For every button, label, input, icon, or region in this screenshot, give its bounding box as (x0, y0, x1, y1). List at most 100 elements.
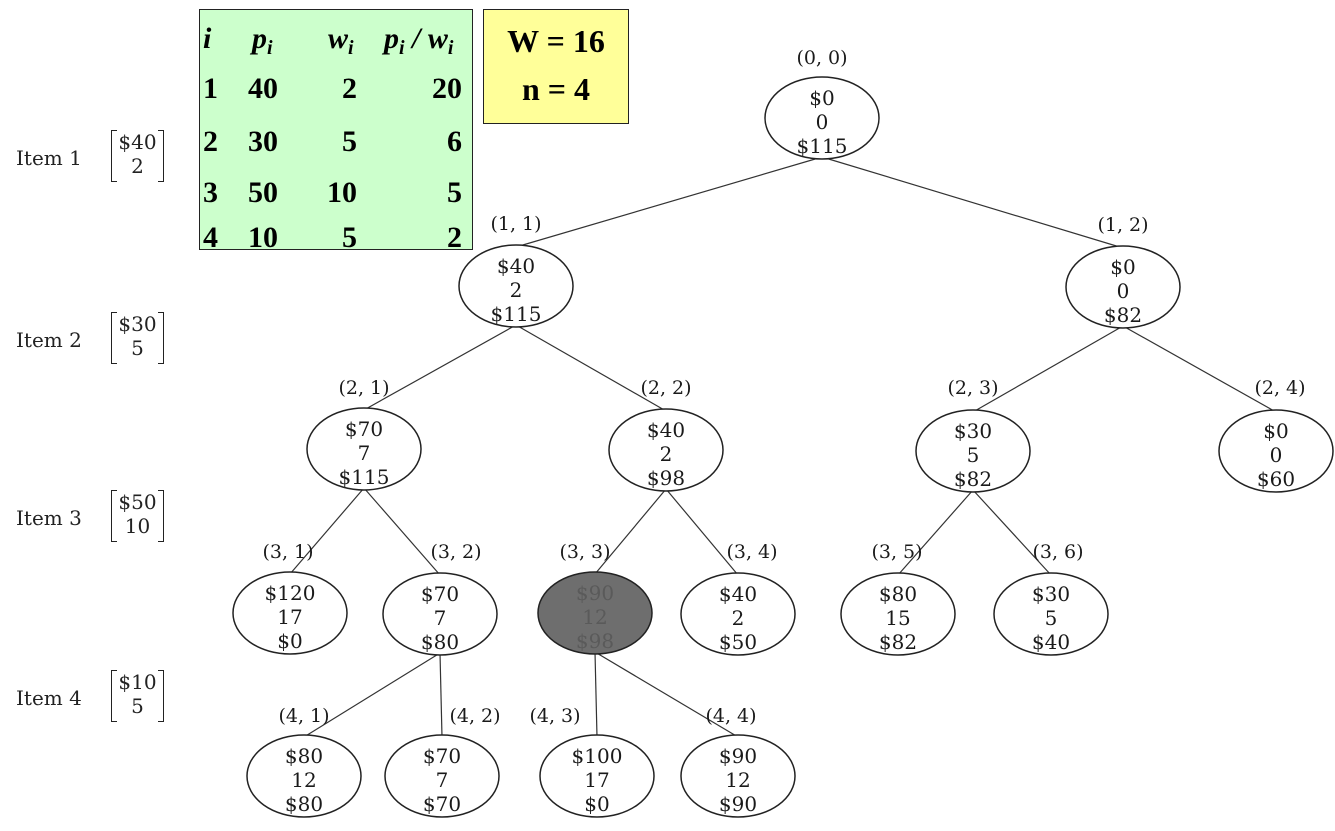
node-label: (4, 2) (449, 705, 500, 727)
tree-edge (515, 156, 823, 248)
node-label: (3, 5) (871, 541, 922, 563)
node-profit: $70 (423, 744, 461, 768)
node-profit: $80 (285, 744, 323, 768)
node-label: (1, 2) (1097, 214, 1148, 236)
tree-edge (594, 651, 739, 738)
node-weight: 17 (584, 768, 609, 792)
item-weight: 2 (131, 154, 144, 178)
item-weight: 10 (124, 514, 151, 538)
node-weight: 15 (885, 606, 910, 630)
node-label: (2, 2) (640, 377, 691, 399)
tree-edge (821, 156, 1124, 249)
node-weight: 5 (967, 443, 980, 467)
item-3-label: Item 3 $50 10 (16, 486, 216, 550)
node-bound: $80 (421, 630, 459, 654)
cell-profit: 40 (248, 72, 278, 105)
cell-weight: 10 (327, 176, 357, 209)
node-profit: $40 (497, 254, 535, 278)
node-profit: $80 (879, 582, 917, 606)
cell-profit: 10 (248, 221, 278, 254)
node-ellipse (382, 572, 498, 656)
header-profit: pi (252, 22, 273, 59)
node-bound: $60 (1257, 467, 1295, 491)
node-ellipse (1065, 245, 1181, 329)
header-weight: wi (328, 22, 354, 59)
left-bracket (111, 490, 117, 542)
tree-edge (515, 324, 667, 412)
left-bracket (111, 670, 117, 722)
cell-weight: 5 (342, 221, 357, 254)
node-bound: $40 (1032, 630, 1070, 654)
node-weight: 0 (1117, 279, 1130, 303)
node-bound: $98 (647, 466, 685, 490)
node-weight: 12 (582, 605, 607, 629)
tree-node: $305$40(3, 6) (993, 541, 1109, 656)
node-label: (2, 4) (1254, 377, 1305, 399)
tree-edge (594, 651, 598, 738)
cell-ratio: 2 (447, 221, 462, 254)
node-bound: $115 (491, 302, 542, 326)
table-row: 2 30 5 6 (200, 117, 472, 167)
right-bracket (158, 312, 164, 364)
node-label: (4, 1) (278, 705, 329, 727)
node-profit: $90 (719, 744, 757, 768)
node-bound: $50 (719, 630, 757, 654)
cell-index: 4 (203, 221, 218, 254)
node-ellipse (915, 409, 1031, 493)
header-ratio: pi / wi (384, 22, 454, 59)
table-row: 3 50 10 5 (200, 168, 472, 218)
node-weight: 7 (358, 441, 371, 465)
node-ellipse (306, 407, 422, 491)
tree-node: $402$50(3, 4) (680, 541, 796, 656)
node-ellipse (764, 76, 880, 160)
node-ellipse (246, 734, 362, 818)
node-bound: $115 (797, 134, 848, 158)
node-label: (3, 2) (430, 541, 481, 563)
node-weight: 5 (1045, 606, 1058, 630)
node-label: (0, 0) (796, 47, 847, 69)
node-profit: $30 (954, 419, 992, 443)
tree-node: $305$82(2, 3) (915, 377, 1031, 493)
node-profit: $0 (809, 86, 834, 110)
node-bound: $98 (576, 629, 614, 653)
node-weight: 0 (1270, 443, 1283, 467)
node-label: (1, 1) (490, 213, 541, 235)
capacity-value: W = 16 (507, 23, 605, 59)
node-bound: $90 (719, 792, 757, 816)
tree-edge (363, 324, 517, 411)
right-bracket (158, 490, 164, 542)
items-table: i pi wi pi / wi 1 40 2 20 2 30 5 6 3 50 … (199, 9, 473, 254)
node-weight: 2 (732, 606, 745, 630)
node-ellipse (232, 571, 348, 655)
node-bound: $80 (285, 792, 323, 816)
cell-ratio: 20 (432, 72, 462, 105)
node-profit: $40 (647, 418, 685, 442)
tree-node: $00$82(1, 2) (1065, 214, 1181, 329)
cell-ratio: 6 (447, 125, 462, 158)
item-profit: $40 (118, 130, 157, 154)
problem-parameters: W = 16 n = 4 (483, 9, 629, 124)
node-weight: 2 (510, 278, 523, 302)
item-name: Item 3 (16, 506, 82, 530)
item-profit: $10 (118, 670, 157, 694)
cell-index: 2 (203, 125, 218, 158)
node-profit: $120 (265, 581, 316, 605)
node-label: (4, 4) (705, 705, 756, 727)
node-ellipse (608, 408, 724, 492)
tree-node: $707$70(4, 2) (384, 705, 501, 818)
tree-node: $707$115(2, 1) (306, 377, 422, 491)
node-ellipse (993, 572, 1109, 656)
node-weight: 0 (816, 110, 829, 134)
node-bound: $70 (423, 792, 461, 816)
table-header: i pi wi pi / wi (200, 14, 472, 64)
cell-weight: 2 (342, 72, 357, 105)
header-index: i (203, 22, 212, 55)
tree-edge (972, 325, 1124, 413)
left-bracket (111, 312, 117, 364)
node-ellipse (458, 244, 574, 328)
item-weight: 5 (131, 336, 144, 360)
node-weight: 12 (725, 768, 750, 792)
